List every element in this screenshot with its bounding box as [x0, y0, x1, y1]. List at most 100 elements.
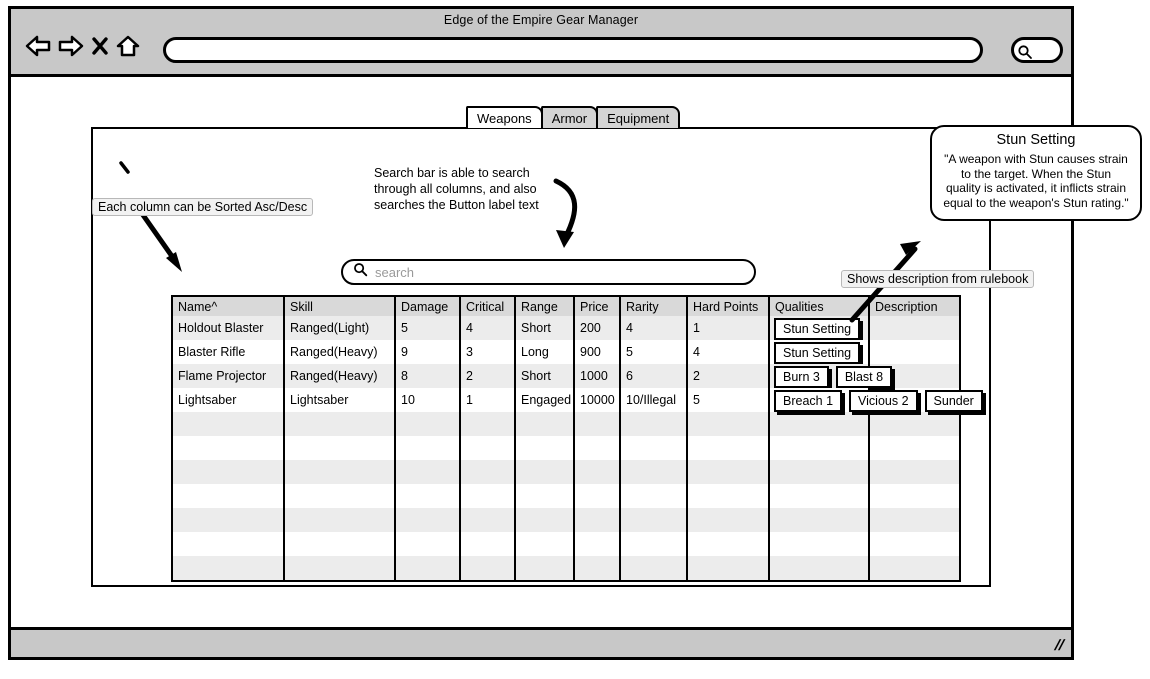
cell-skill: Ranged(Light) — [283, 316, 396, 340]
column-header-price[interactable]: Price — [573, 296, 621, 316]
cell-critical: 1 — [459, 388, 516, 412]
tooltip-body: "A weapon with Stun causes strain to the… — [943, 152, 1129, 210]
table-row[interactable]: Flame Projector Ranged(Heavy) 8 2 Short … — [171, 364, 961, 388]
cell-damage: 10 — [394, 388, 461, 412]
quality-button[interactable]: Vicious 2 — [849, 390, 918, 412]
column-header-qualities[interactable]: Qualities — [768, 296, 870, 316]
resize-grip-icon[interactable]: // — [1053, 637, 1065, 654]
cell-name: Flame Projector — [171, 364, 285, 388]
cell-description — [868, 316, 961, 340]
cell-rarity: 10/Illegal — [619, 388, 688, 412]
cell-name: Blaster Rifle — [171, 340, 285, 364]
annotation-search-note-line-3: searches the Button label text — [374, 198, 539, 212]
cell-hard-points: 4 — [686, 340, 770, 364]
table-row-empty — [171, 484, 961, 508]
cell-critical: 4 — [459, 316, 516, 340]
table-row-empty — [171, 508, 961, 532]
cell-qualities: Stun Setting — [768, 340, 870, 364]
table-header-row: Name^ Skill Damage Critical Range Price … — [171, 296, 961, 316]
annotation-search-note-line-1: Search bar is able to search — [374, 166, 530, 180]
column-header-name[interactable]: Name^ — [171, 296, 285, 316]
cell-critical: 3 — [459, 340, 516, 364]
column-header-hard-points[interactable]: Hard Points — [686, 296, 770, 316]
tab-weapons[interactable]: Weapons — [466, 106, 543, 128]
tab-armor-label: Armor — [551, 111, 588, 126]
cell-skill: Ranged(Heavy) — [283, 364, 396, 388]
annotation-description-note: Shows description from rulebook — [841, 270, 1035, 288]
table-row[interactable]: Holdout Blaster Ranged(Light) 5 4 Short … — [171, 316, 961, 340]
annotation-search-note: Search bar is able to search through all… — [374, 165, 584, 213]
cell-hard-points: 2 — [686, 364, 770, 388]
page-viewport: Weapons Armor Equipment — [11, 77, 1071, 627]
cell-price: 10000 — [573, 388, 621, 412]
table-row-empty — [171, 436, 961, 460]
cell-range: Short — [514, 316, 575, 340]
tab-equipment-label: Equipment — [607, 111, 670, 126]
search-input[interactable]: search — [341, 259, 756, 285]
tooltip-title: Stun Setting — [996, 132, 1076, 148]
back-arrow-icon[interactable] — [25, 35, 51, 57]
tab-bar: Weapons Armor Equipment — [466, 106, 681, 128]
nav-icon-group — [25, 35, 140, 57]
cell-rarity: 5 — [619, 340, 688, 364]
cell-qualities: Stun Setting — [768, 316, 870, 340]
address-bar[interactable] — [163, 37, 983, 63]
column-header-damage[interactable]: Damage — [394, 296, 461, 316]
cell-critical: 2 — [459, 364, 516, 388]
annotation-search-note-line-2: through all columns, and also — [374, 182, 537, 196]
column-header-critical[interactable]: Critical — [459, 296, 516, 316]
table-body: Holdout Blaster Ranged(Light) 5 4 Short … — [171, 316, 983, 581]
quality-button[interactable]: Breach 1 — [774, 390, 843, 412]
cell-rarity: 6 — [619, 364, 688, 388]
stun-setting-tooltip: Stun Setting "A weapon with Stun causes … — [930, 125, 1142, 221]
cell-price: 1000 — [573, 364, 621, 388]
cell-name: Holdout Blaster — [171, 316, 285, 340]
table-row-empty — [171, 556, 961, 581]
browser-window: Edge of the Empire Gear Manager — [8, 6, 1074, 660]
cell-range: Engaged — [514, 388, 575, 412]
table-row-empty — [171, 460, 961, 484]
quality-button[interactable]: Blast 8 — [835, 366, 893, 388]
cell-rarity: 4 — [619, 316, 688, 340]
cell-range: Long — [514, 340, 575, 364]
quality-button[interactable]: Sunder — [924, 390, 983, 412]
cell-range: Short — [514, 364, 575, 388]
annotation-sort-note: Each column can be Sorted Asc/Desc — [92, 198, 314, 216]
cell-description — [868, 340, 961, 364]
quality-button[interactable]: Stun Setting — [774, 318, 861, 340]
cell-hard-points: 1 — [686, 316, 770, 340]
browser-search-box[interactable] — [1011, 37, 1063, 63]
home-icon[interactable] — [116, 35, 140, 57]
column-header-description[interactable]: Description — [868, 296, 961, 316]
table-row-empty — [171, 532, 961, 556]
cell-damage: 5 — [394, 316, 461, 340]
column-header-range[interactable]: Range — [514, 296, 575, 316]
status-bar: // — [11, 627, 1071, 657]
tab-weapons-label: Weapons — [477, 111, 532, 126]
tab-armor[interactable]: Armor — [540, 106, 599, 128]
column-header-skill[interactable]: Skill — [283, 296, 396, 316]
cell-skill: Ranged(Heavy) — [283, 340, 396, 364]
forward-arrow-icon[interactable] — [58, 35, 84, 57]
tab-equipment[interactable]: Equipment — [596, 106, 681, 128]
table-row[interactable]: Blaster Rifle Ranged(Heavy) 9 3 Long 900… — [171, 340, 961, 364]
cell-name: Lightsaber — [171, 388, 285, 412]
title-bar: Edge of the Empire Gear Manager — [11, 9, 1071, 77]
cell-damage: 9 — [394, 340, 461, 364]
column-header-rarity[interactable]: Rarity — [619, 296, 688, 316]
cell-damage: 8 — [394, 364, 461, 388]
quality-button[interactable]: Burn 3 — [774, 366, 829, 388]
cell-hard-points: 5 — [686, 388, 770, 412]
search-placeholder: search — [375, 264, 415, 280]
gear-table: Name^ Skill Damage Critical Range Price … — [171, 295, 983, 582]
cell-price: 900 — [573, 340, 621, 364]
stop-x-icon[interactable] — [91, 35, 109, 57]
window-title: Edge of the Empire Gear Manager — [443, 13, 639, 27]
cell-qualities: Burn 3 Blast 8 — [768, 364, 893, 388]
search-icon — [353, 262, 368, 282]
cell-skill: Lightsaber — [283, 388, 396, 412]
quality-button[interactable]: Stun Setting — [774, 342, 861, 364]
search-icon — [1017, 44, 1033, 65]
table-row[interactable]: Lightsaber Lightsaber 10 1 Engaged 10000… — [171, 388, 983, 412]
